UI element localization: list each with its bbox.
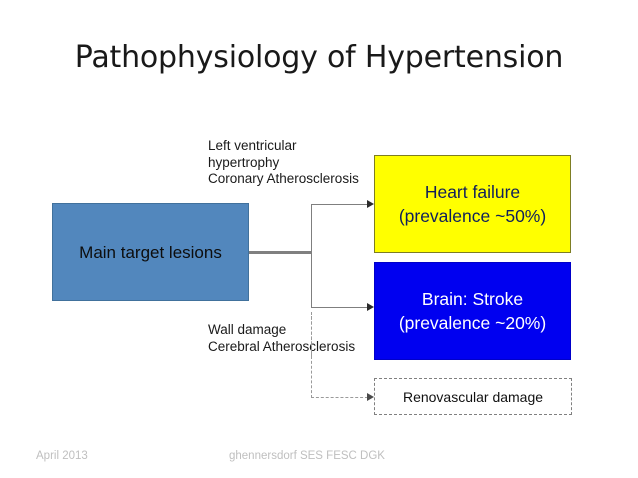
page-title: Pathophysiology of Hypertension: [74, 40, 564, 75]
connector-branch-to-brain: [311, 307, 368, 308]
footer-credit: ghennersdorf SES FESC DGK: [229, 450, 385, 462]
renovascular-damage-box[interactable]: Renovascular damage: [374, 378, 572, 415]
connector-vertical-trunk: [311, 204, 312, 308]
brain-stroke-box[interactable]: Brain: Stroke (prevalence ~20%): [374, 262, 571, 360]
arrowhead-icon-renal: [367, 392, 374, 401]
heart-failure-box[interactable]: Heart failure (prevalence ~50%): [374, 155, 571, 253]
connector-dashed-to-renal: [311, 397, 368, 398]
main-target-lesions-label: Main target lesions: [79, 242, 222, 262]
heart-failure-label: Heart failure (prevalence ~50%): [398, 182, 547, 226]
connector-branch-to-heart: [311, 204, 368, 205]
footer-date: April 2013: [36, 450, 88, 462]
arrowhead-icon-brain: [367, 302, 374, 311]
cardiac-annotation: Left ventricular hypertrophy Coronary At…: [208, 138, 359, 186]
connector-dashed-overlay: [311, 316, 312, 356]
cerebral-annotation: Wall damage Cerebral Atherosclerosis: [208, 322, 356, 354]
connector-source-to-trunk: [249, 251, 312, 254]
renovascular-damage-label: Renovascular damage: [402, 388, 544, 405]
brain-stroke-label: Brain: Stroke (prevalence ~20%): [398, 289, 547, 333]
arrowhead-icon-heart: [367, 199, 374, 208]
main-target-lesions-box[interactable]: Main target lesions: [52, 203, 249, 301]
